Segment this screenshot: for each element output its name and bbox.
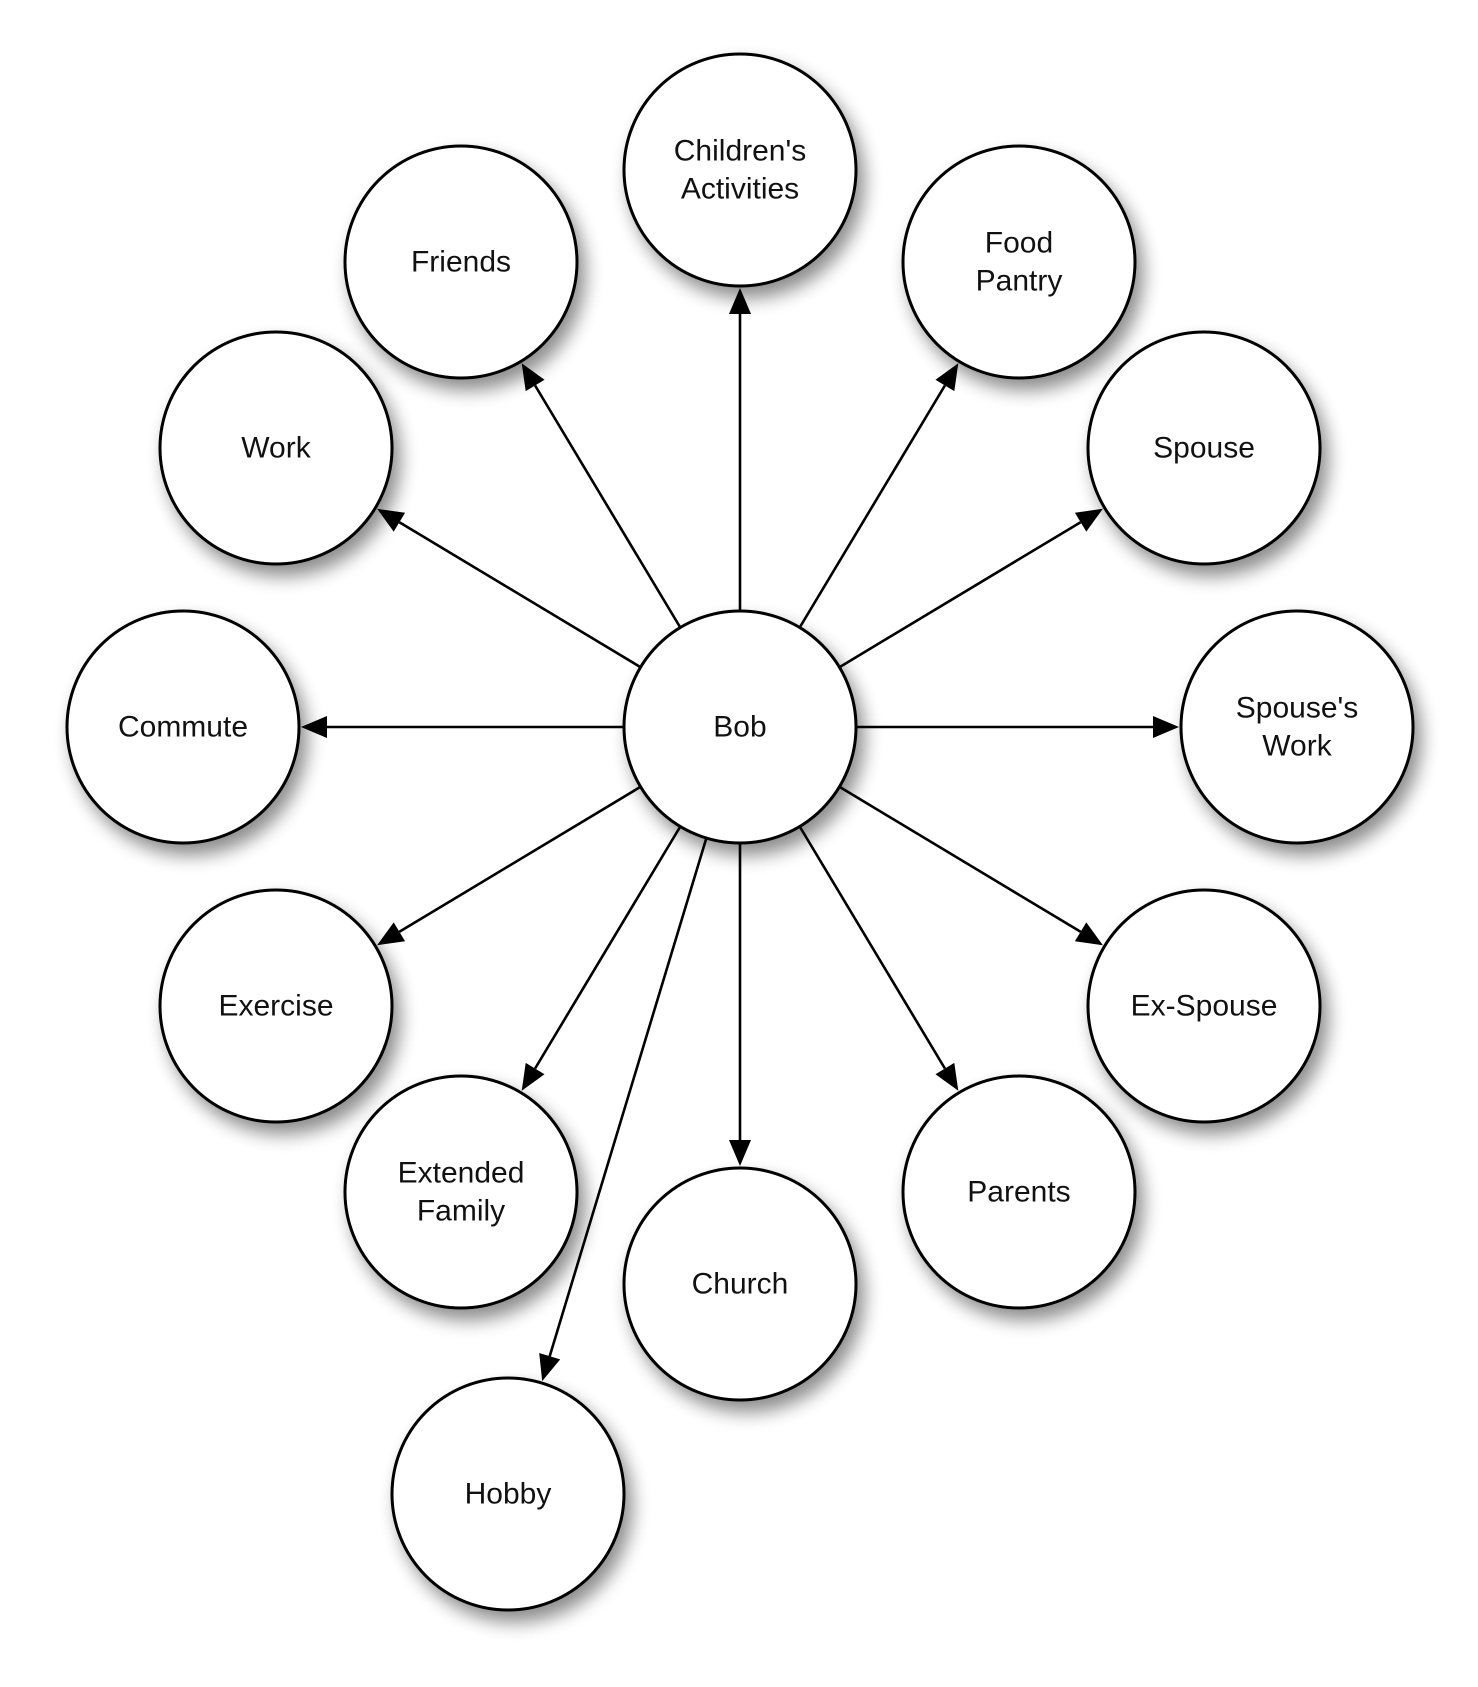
node-bob: Bob bbox=[622, 609, 858, 845]
node-ex-spouse: Ex-Spouse bbox=[1086, 888, 1322, 1124]
node-circle bbox=[901, 144, 1137, 380]
node-friends: Friends bbox=[343, 144, 579, 380]
node-label: Work bbox=[241, 432, 311, 465]
node-label: Pantry bbox=[976, 265, 1063, 298]
node-label: Children's bbox=[674, 135, 806, 168]
node-label: Parents bbox=[967, 1176, 1070, 1209]
node-exercise: Exercise bbox=[158, 888, 394, 1124]
node-hobby: Hobby bbox=[390, 1376, 626, 1612]
node-circle bbox=[343, 1074, 579, 1310]
arrowhead bbox=[377, 508, 406, 532]
edge-bob-to-childrens-activities bbox=[729, 288, 751, 611]
edge-bob-to-work bbox=[377, 508, 642, 669]
arrowhead bbox=[301, 716, 327, 738]
arrowhead bbox=[377, 922, 406, 946]
node-label: Commute bbox=[118, 711, 248, 744]
edge-bob-to-spouse bbox=[838, 508, 1103, 669]
edge-line bbox=[838, 785, 1082, 933]
node-circle bbox=[343, 144, 579, 380]
node-label: Spouse bbox=[1153, 432, 1255, 465]
edge-line bbox=[533, 825, 682, 1070]
edge-bob-to-parents bbox=[798, 825, 959, 1091]
node-commute: Commute bbox=[65, 609, 301, 845]
node-label: Friends bbox=[411, 246, 511, 279]
arrowhead bbox=[1074, 508, 1103, 532]
arrowhead bbox=[729, 1140, 751, 1166]
node-circle bbox=[390, 1376, 626, 1612]
node-circle bbox=[158, 330, 394, 566]
edge-bob-to-spouses-work bbox=[856, 716, 1179, 738]
node-label: Spouse's bbox=[1236, 692, 1358, 725]
edge-line bbox=[398, 521, 642, 669]
edge-bob-to-commute bbox=[301, 716, 624, 738]
edges-layer bbox=[301, 288, 1179, 1382]
edge-bob-to-friends bbox=[521, 363, 682, 629]
edge-bob-to-extended-family bbox=[521, 825, 682, 1091]
edge-line bbox=[838, 521, 1082, 669]
arrowhead bbox=[1074, 922, 1103, 946]
node-label: Activities bbox=[681, 173, 799, 206]
node-circle bbox=[901, 1074, 1137, 1310]
arrowhead bbox=[935, 1062, 959, 1091]
node-circle bbox=[622, 1166, 858, 1402]
node-parents: Parents bbox=[901, 1074, 1137, 1310]
edge-bob-to-exercise bbox=[377, 785, 642, 946]
arrowhead bbox=[729, 288, 751, 314]
node-circle bbox=[622, 52, 858, 288]
node-label: Work bbox=[1262, 730, 1332, 763]
edge-line bbox=[533, 384, 682, 629]
edge-line bbox=[398, 785, 642, 933]
edge-line bbox=[798, 825, 947, 1070]
edge-bob-to-food-pantry bbox=[798, 363, 959, 629]
arrowhead bbox=[521, 1062, 545, 1091]
node-circle bbox=[1086, 330, 1322, 566]
arrowhead bbox=[1153, 716, 1179, 738]
node-label: Ex-Spouse bbox=[1131, 990, 1278, 1023]
node-label: Family bbox=[417, 1195, 505, 1228]
node-circle bbox=[65, 609, 301, 845]
node-circle bbox=[1179, 609, 1415, 845]
node-label: Hobby bbox=[465, 1478, 552, 1511]
node-label: Bob bbox=[713, 711, 766, 744]
node-circle bbox=[622, 609, 858, 845]
edge-bob-to-hobby bbox=[539, 837, 708, 1382]
node-spouse: Spouse bbox=[1086, 330, 1322, 566]
node-work: Work bbox=[158, 330, 394, 566]
node-circle bbox=[1086, 888, 1322, 1124]
node-label: Church bbox=[692, 1268, 789, 1301]
edge-bob-to-ex-spouse bbox=[838, 785, 1103, 946]
node-church: Church bbox=[622, 1166, 858, 1402]
node-label: Food bbox=[985, 227, 1053, 260]
edge-line bbox=[548, 837, 708, 1357]
node-circle bbox=[158, 888, 394, 1124]
node-label: Exercise bbox=[218, 990, 333, 1023]
edge-line bbox=[798, 384, 947, 629]
node-label: Extended bbox=[398, 1157, 525, 1190]
arrowhead bbox=[935, 363, 959, 392]
edge-bob-to-church bbox=[729, 843, 751, 1166]
arrowhead bbox=[539, 1353, 561, 1382]
arrowhead bbox=[521, 363, 545, 392]
